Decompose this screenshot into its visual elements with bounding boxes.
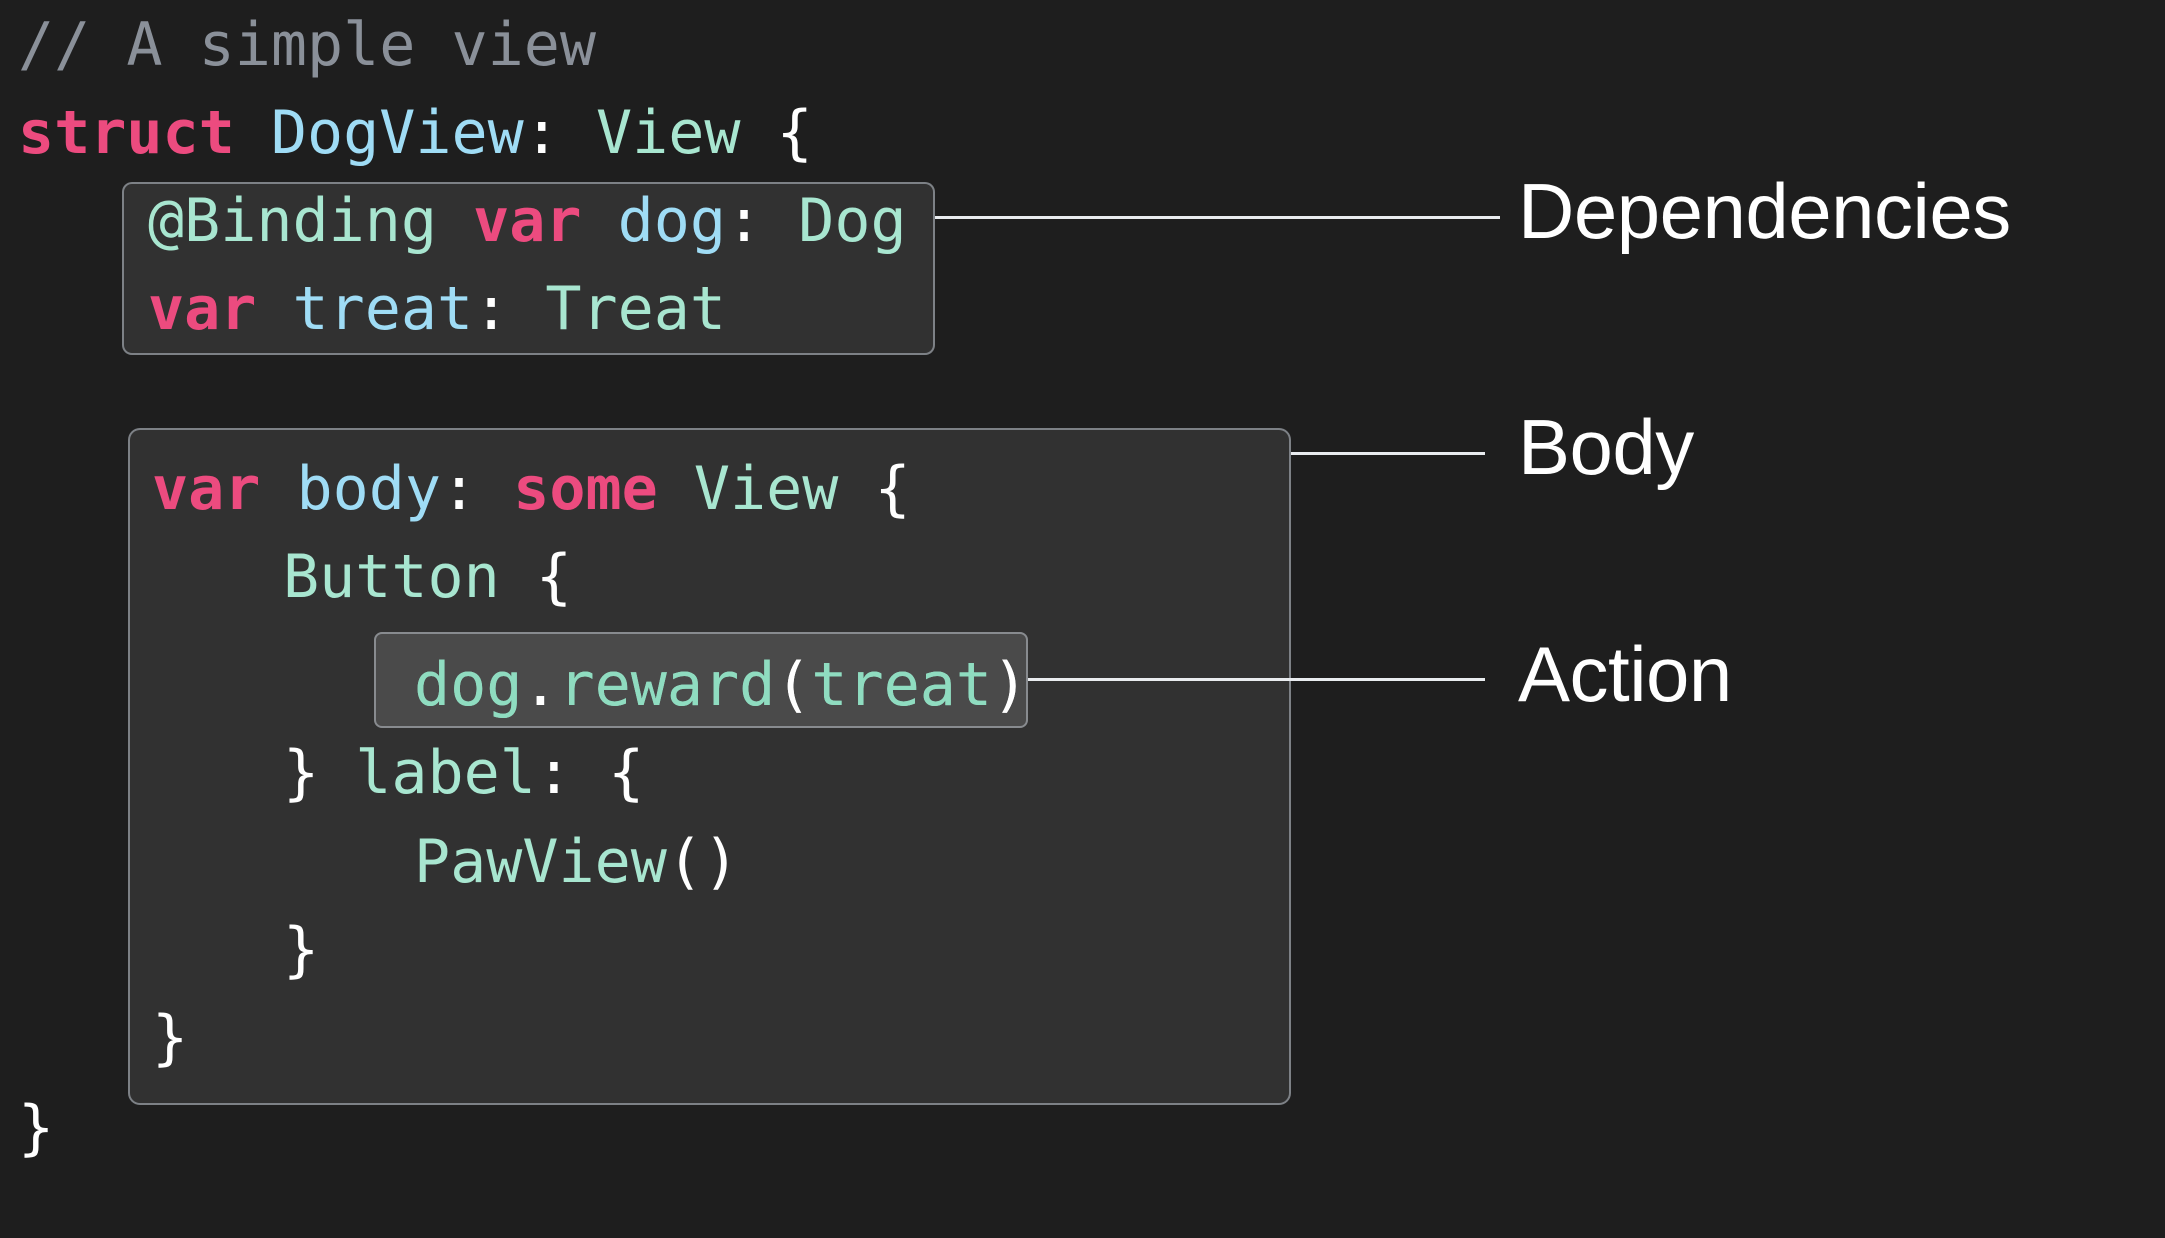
colon-punc: : bbox=[725, 186, 763, 256]
type-treat: Treat bbox=[545, 274, 726, 344]
type-dog: Dog bbox=[798, 186, 907, 256]
brace-close-struct: } bbox=[18, 1093, 55, 1163]
identifier-dog: dog bbox=[617, 186, 726, 256]
dot-punc: . bbox=[522, 650, 559, 720]
code-line-binding-dog: @Binding var dog: Dog bbox=[148, 176, 907, 266]
annotation-label-body: Body bbox=[1518, 403, 1694, 491]
type-pawview: PawView bbox=[414, 827, 667, 897]
dependencies-leader-line bbox=[935, 216, 1500, 219]
space bbox=[319, 738, 355, 808]
space bbox=[560, 98, 596, 168]
code-line-var-treat: var treat: Treat bbox=[148, 264, 726, 354]
colon-punc: : bbox=[523, 98, 560, 168]
brace-close-body: } bbox=[152, 1003, 189, 1073]
call-arg-treat: treat bbox=[811, 650, 992, 720]
keyword-some: some bbox=[513, 454, 658, 524]
code-line-var-body: var body: some View { bbox=[152, 444, 911, 534]
code-line-button: Button { bbox=[283, 532, 572, 622]
comment-token: // A simple view bbox=[18, 10, 596, 80]
annotation-label-action: Action bbox=[1518, 630, 1732, 718]
annotation-label-dependencies: Dependencies bbox=[1518, 167, 2011, 255]
code-line-pawview: PawView() bbox=[414, 817, 739, 907]
code-line-comment: // A simple view bbox=[18, 0, 596, 90]
space bbox=[838, 454, 874, 524]
action-highlight-box bbox=[374, 632, 1028, 728]
parens-empty: () bbox=[666, 827, 740, 897]
code-line-close-struct: } bbox=[18, 1083, 54, 1173]
code-line-action: dog.reward(treat) bbox=[414, 640, 1028, 730]
brace-open-label: { bbox=[608, 738, 645, 808]
brace-close-label: } bbox=[283, 915, 320, 985]
brace-open-struct: { bbox=[776, 98, 813, 168]
code-line-close-body: } bbox=[152, 993, 188, 1083]
code-line-label: } label: { bbox=[283, 728, 644, 818]
colon-punc: : bbox=[535, 738, 572, 808]
space bbox=[581, 186, 617, 256]
paren-close: ) bbox=[992, 650, 1029, 720]
label-argument-name: label bbox=[355, 738, 536, 808]
paren-close: ) bbox=[992, 650, 1029, 720]
keyword-var: var bbox=[148, 274, 257, 344]
action-leader-line bbox=[1028, 678, 1485, 681]
space bbox=[477, 454, 513, 524]
type-view: View bbox=[693, 454, 839, 524]
space bbox=[235, 98, 271, 168]
type-button: Button bbox=[283, 542, 500, 612]
space bbox=[260, 454, 296, 524]
call-method-reward: reward bbox=[558, 650, 776, 720]
brace-open-body: { bbox=[874, 454, 911, 524]
space bbox=[437, 186, 473, 256]
attribute-binding: @Binding bbox=[148, 186, 437, 256]
code-line-close-label: } bbox=[283, 905, 319, 995]
type-view: View bbox=[596, 98, 741, 168]
colon-punc: : bbox=[441, 454, 478, 524]
call-receiver-dog: dog bbox=[414, 650, 523, 720]
space bbox=[658, 454, 694, 524]
keyword-var: var bbox=[473, 186, 582, 256]
dependencies-highlight-box bbox=[122, 182, 935, 355]
brace-close-action: } bbox=[283, 738, 320, 808]
body-highlight-box bbox=[128, 428, 1291, 1105]
colon-punc: : bbox=[473, 274, 510, 344]
call-receiver-dog: dog bbox=[414, 650, 523, 720]
space bbox=[509, 274, 545, 344]
call-method-reward: reward bbox=[558, 650, 776, 720]
paren-open: ( bbox=[775, 650, 812, 720]
identifier-body: body bbox=[296, 454, 442, 524]
space bbox=[256, 274, 292, 344]
code-line-action-overlay: dog.reward(treat) bbox=[414, 640, 1028, 730]
space bbox=[572, 738, 608, 808]
body-leader-line bbox=[1291, 452, 1485, 455]
call-arg-treat: treat bbox=[811, 650, 992, 720]
paren-open: ( bbox=[775, 650, 812, 720]
space bbox=[762, 186, 798, 256]
dot-punc: . bbox=[522, 650, 559, 720]
space bbox=[741, 98, 777, 168]
space bbox=[500, 542, 536, 612]
keyword-var: var bbox=[152, 454, 261, 524]
brace-open-button: { bbox=[535, 542, 572, 612]
code-line-struct: struct DogView: View { bbox=[18, 88, 813, 178]
identifier-treat: treat bbox=[292, 274, 474, 344]
keyword-struct: struct bbox=[18, 98, 235, 168]
type-dogview: DogView bbox=[270, 98, 524, 168]
